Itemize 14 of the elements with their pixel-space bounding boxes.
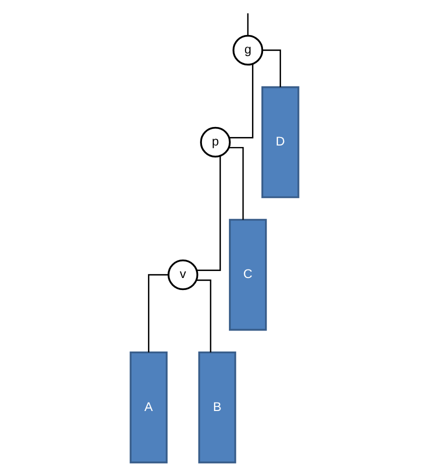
connector	[196, 156, 221, 271]
node-box: D	[261, 86, 300, 198]
connector	[247, 13, 249, 36]
connector	[196, 280, 212, 352]
node-circle: v	[168, 259, 198, 290]
node-circle: p	[200, 126, 231, 158]
node-box: C	[228, 218, 267, 331]
node-box: B	[198, 351, 236, 464]
node-circle: g	[232, 34, 264, 66]
connector	[229, 64, 254, 138]
connector	[262, 50, 282, 88]
connector	[228, 146, 244, 220]
connector	[148, 274, 168, 352]
node-box: A	[130, 351, 168, 464]
